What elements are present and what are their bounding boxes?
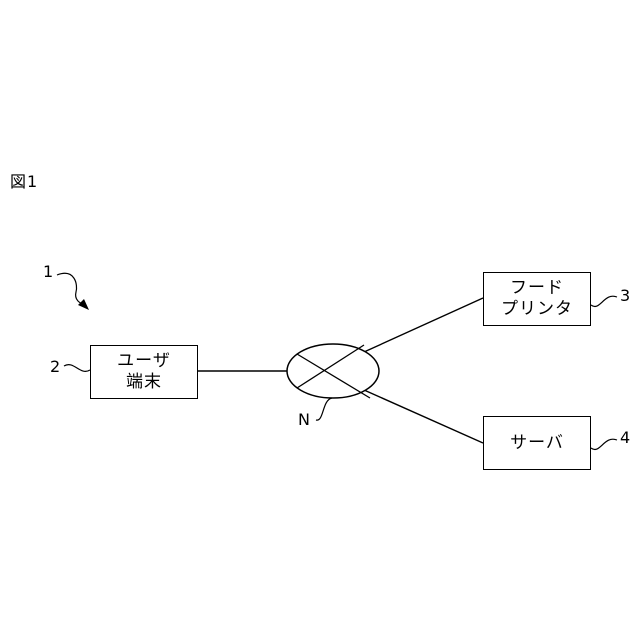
link-network-server	[364, 390, 483, 443]
arrowhead-icon	[78, 299, 89, 310]
network-icon	[287, 344, 379, 398]
leader-3	[591, 296, 617, 306]
ref-numeral-network: N	[298, 410, 310, 429]
user-terminal-label-line1: ユーザ	[117, 351, 171, 372]
user-terminal-label-line2: 端末	[126, 372, 162, 393]
ref-numeral-system: 1	[43, 262, 53, 281]
link-network-printer	[364, 298, 483, 352]
ref-numeral-server: 4	[620, 428, 630, 447]
user-terminal-box: ユーザ 端末	[90, 345, 198, 399]
leader-2	[64, 365, 90, 372]
leader-1-arrow	[57, 273, 84, 305]
server-label: サーバ	[510, 433, 564, 454]
food-printer-label-line2: プリンタ	[501, 299, 573, 320]
figure-label: 図1	[10, 168, 38, 192]
ref-numeral-food-printer: 3	[620, 286, 630, 305]
leader-4	[591, 439, 617, 449]
ref-numeral-user-terminal: 2	[50, 357, 60, 376]
food-printer-box: フード プリンタ	[483, 272, 591, 326]
food-printer-label-line1: フード	[510, 278, 564, 299]
server-box: サーバ	[483, 416, 591, 470]
leader-N	[316, 398, 332, 420]
